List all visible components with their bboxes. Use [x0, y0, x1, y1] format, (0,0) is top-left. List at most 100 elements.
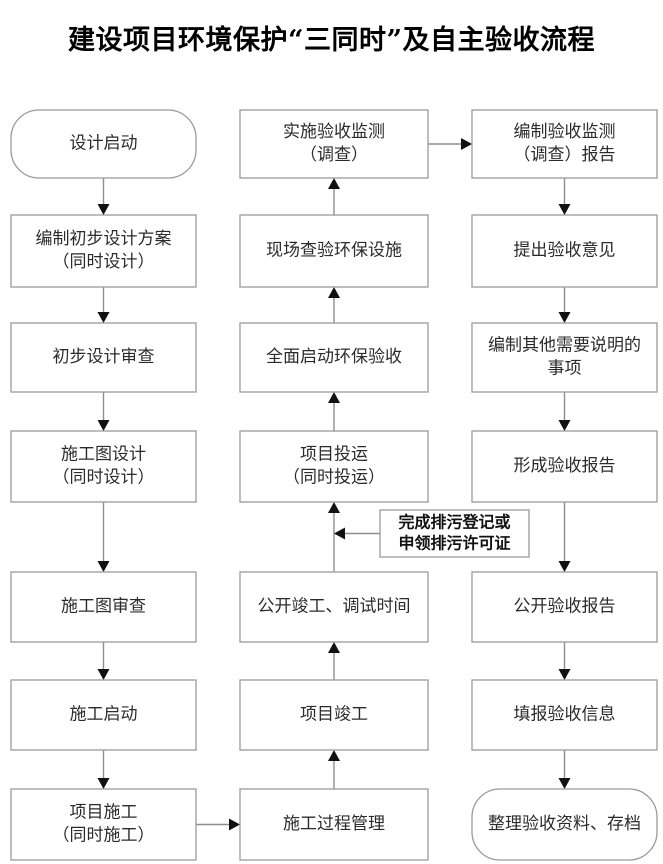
node-label: 施工图设计 [61, 445, 146, 465]
node-shape-process [10, 322, 197, 393]
node-shape-process [239, 322, 429, 393]
node-shape-process [471, 571, 658, 643]
arrow-head-icon [558, 561, 571, 572]
node-label: 项目竣工 [300, 705, 368, 725]
arrow-head-icon [97, 561, 110, 572]
flow-node-m6[interactable]: 项目竣工 [239, 679, 429, 751]
flow-edge-r1-to-r2 [558, 178, 571, 215]
node-label: 项目施工 [70, 803, 138, 823]
arrow-head-icon [328, 392, 340, 403]
node-label: （同时投运） [283, 468, 385, 488]
flow-edge-r6-to-r7 [558, 750, 571, 789]
flow-node-n2[interactable]: 编制初步设计方案（同时设计） [10, 214, 197, 288]
flow-node-n3[interactable]: 初步设计审查 [10, 322, 197, 393]
arrow-head-icon [558, 204, 571, 215]
node-shape-note [379, 509, 530, 558]
flow-node-m3[interactable]: 全面启动环保验收 [239, 322, 429, 393]
flow-edge-m5-to-m4 [328, 502, 340, 572]
flow-node-r5[interactable]: 公开验收报告 [471, 571, 658, 643]
node-shape-process [239, 430, 429, 503]
flow-edge-m6-to-m5 [328, 642, 340, 680]
node-label: （同时设计） [53, 468, 155, 488]
arrow-head-icon [97, 204, 110, 215]
arrow-head-icon [328, 178, 340, 189]
flow-node-r1[interactable]: 编制验收监测（调查）报告 [471, 109, 658, 179]
node-shape-process [471, 214, 658, 288]
node-shape-process [10, 214, 197, 288]
flow-node-r2[interactable]: 提出验收意见 [471, 214, 658, 288]
node-shape-terminator [471, 788, 658, 861]
node-label: 编制初步设计方案 [36, 229, 172, 249]
arrow-head-icon [328, 502, 340, 513]
arrow-head-icon [558, 669, 571, 680]
node-shape-process [239, 788, 429, 861]
arrow-head-icon [328, 642, 340, 653]
flow-node-r4[interactable]: 形成验收报告 [471, 430, 658, 503]
flow-node-m2[interactable]: 现场查验环保设施 [239, 214, 429, 288]
flow-node-n1[interactable]: 设计启动 [10, 109, 197, 179]
node-shape-process [471, 322, 658, 393]
connectors-layer [97, 138, 571, 831]
node-shape-process [239, 679, 429, 751]
node-label: 设计启动 [70, 134, 138, 154]
node-label: （调查） [300, 145, 368, 165]
node-label: 申领排污许可证 [398, 534, 510, 553]
node-shape-process [10, 430, 197, 503]
flow-node-r7[interactable]: 整理验收资料、存档 [471, 788, 658, 861]
flow-edge-n1-to-n2 [97, 178, 110, 215]
flow-edge-m2-to-m1 [328, 178, 340, 215]
flow-edge-n2-to-n3 [97, 287, 110, 323]
node-label: 初步设计审查 [53, 347, 155, 367]
node-shape-process [10, 679, 197, 751]
node-shape-process [471, 679, 658, 751]
node-label: 整理验收资料、存档 [488, 814, 641, 834]
flow-node-n4[interactable]: 施工图设计 （同时设计） [10, 430, 197, 503]
node-label: 全面启动环保验收 [266, 347, 402, 367]
flow-node-n5[interactable]: 施工图审查 [10, 571, 197, 643]
flow-edge-n5-to-n6 [97, 642, 110, 680]
flow-edge-n6-to-n7 [97, 750, 110, 789]
arrow-head-icon [97, 420, 110, 431]
node-label: 事项 [548, 359, 582, 379]
node-label: 实施验收监测 [283, 122, 385, 142]
node-label: 公开竣工、调试时间 [258, 597, 411, 617]
arrow-head-icon [328, 287, 340, 298]
flow-node-m5[interactable]: 公开竣工、调试时间 [239, 571, 429, 643]
node-label: 公开验收报告 [514, 597, 616, 617]
page-title: 建设项目环境保护“三同时”及自主验收流程 [67, 25, 596, 56]
node-shape-terminator [10, 109, 197, 179]
arrow-head-icon [97, 778, 110, 789]
flow-node-m7[interactable]: 施工过程管理 [239, 788, 429, 861]
flow-edge-note1-to-m4 [334, 527, 380, 540]
flow-node-m1[interactable]: 实施验收监测 （调查） [239, 109, 429, 179]
node-label: 施工启动 [70, 705, 138, 725]
arrow-head-icon [229, 818, 240, 831]
flow-node-m4[interactable]: 项目投运 （同时投运） [239, 430, 429, 503]
node-shape-process [239, 571, 429, 643]
node-shape-process [239, 214, 429, 288]
flow-edge-r2-to-r3 [558, 287, 571, 323]
flow-edge-n4-to-n5 [97, 502, 110, 572]
flow-edge-r5-to-r6 [558, 642, 571, 680]
arrow-head-icon [97, 669, 110, 680]
flow-edge-n7-to-m7 [196, 818, 240, 831]
node-label: 完成排污登记或 [398, 513, 510, 532]
node-label: 填报验收信息 [514, 705, 616, 725]
node-label: 编制验收监测 [514, 122, 616, 142]
flow-node-r6[interactable]: 填报验收信息 [471, 679, 658, 751]
flow-node-n7[interactable]: 项目施工（同时施工） [10, 788, 197, 861]
node-label: 项目投运 [300, 445, 368, 465]
node-label: 施工图审查 [61, 597, 146, 617]
flow-edge-m4-to-m3 [328, 392, 340, 431]
node-shape-process [10, 788, 197, 861]
node-label: 现场查验环保设施 [266, 241, 402, 261]
node-label: 施工过程管理 [283, 814, 385, 834]
node-label: 编制其他需要说明的 [488, 336, 641, 356]
flow-node-n6[interactable]: 施工启动 [10, 679, 197, 751]
arrow-head-icon [334, 527, 345, 540]
